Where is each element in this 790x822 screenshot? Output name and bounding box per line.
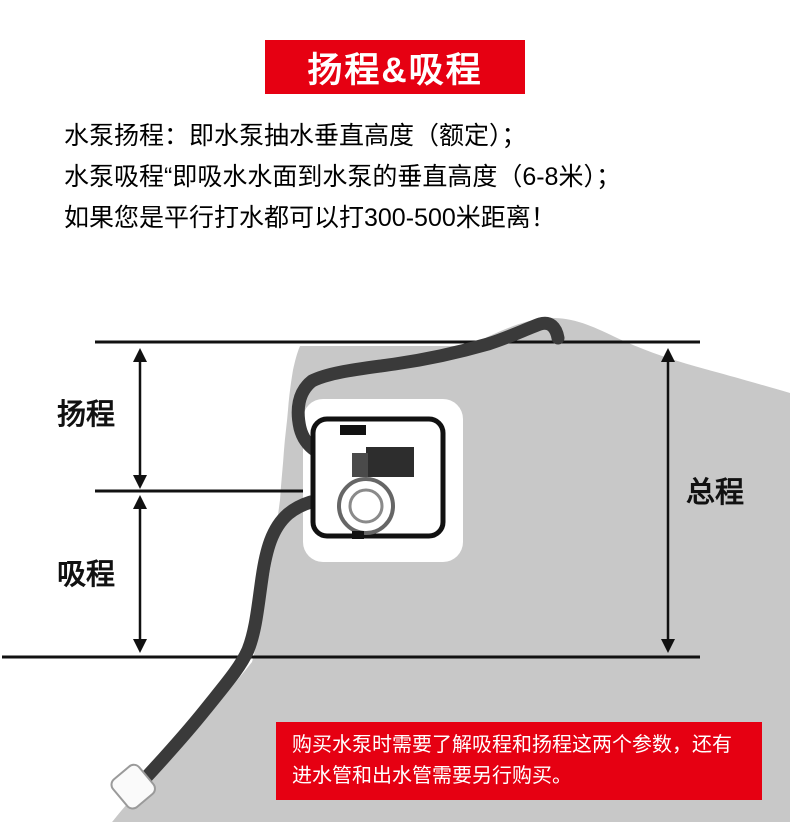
water-shape — [0, 661, 250, 822]
pump-unit — [310, 416, 446, 539]
terrain-shape — [112, 317, 790, 822]
pump-cap — [340, 425, 366, 435]
pump-engine-block — [366, 447, 414, 477]
title-banner: 扬程&吸程 — [265, 40, 525, 94]
suction-label: 吸程 — [57, 558, 115, 591]
description-block: 水泵扬程：即水泵抽水垂直高度（额定）； 水泵吸程“即吸水水面到水泵的垂直高度（6… — [64, 116, 621, 239]
suction-hose — [133, 491, 365, 791]
discharge-hose — [291, 316, 565, 467]
pump-engine-side — [352, 453, 368, 477]
note-line-1: 购买水泵时需要了解吸程和扬程这两个参数，还有 — [292, 734, 732, 756]
total-arrow — [661, 348, 675, 653]
purchase-note-box: 购买水泵时需要了解吸程和扬程这两个参数，还有 进水管和出水管需要另行购买。 — [276, 722, 762, 800]
lift-label: 扬程 — [57, 398, 115, 431]
pump-housing-inner — [348, 488, 384, 524]
note-line-2: 进水管和出水管需要另行购买。 — [292, 765, 572, 787]
foot-valve — [110, 763, 156, 810]
page-title: 扬程&吸程 — [307, 50, 483, 90]
description-line-3: 如果您是平行打水都可以打300-500米距离！ — [64, 204, 556, 232]
lift-arrow — [133, 348, 147, 489]
description-line-2: 水泵吸程“即吸水水面到水泵的垂直高度（6-8米）； — [64, 163, 621, 191]
pump-foot — [352, 531, 364, 539]
total-label: 总程 — [686, 476, 744, 509]
description-line-1: 水泵扬程：即水泵抽水垂直高度（额定）； — [64, 122, 527, 150]
suction-arrow — [133, 495, 147, 653]
